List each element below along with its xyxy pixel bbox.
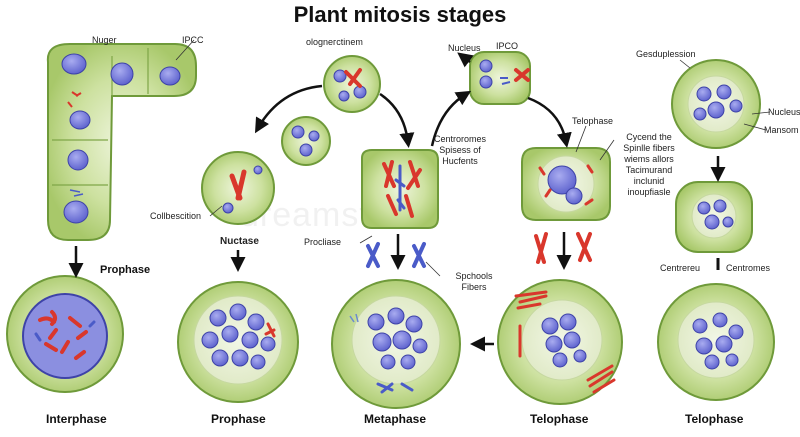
label-ipcc: IPCC [182,35,204,45]
label-nuctase: Nuctase [220,236,259,247]
metaphase-chromosomes [366,242,426,268]
telophase-chromosomes [534,232,592,264]
stage-label-telophase-2: Telophase [685,412,744,426]
label-cycend-line6: inoupfiasle [627,187,671,197]
arrow-top-right-to-telophase [527,96,572,148]
metaphase-big-cell [331,279,461,409]
label-procliase: Procliase [304,237,342,247]
label-nucleus-top: Nucleus [448,43,481,53]
label-cycend-line4: Tacimurand [625,165,673,175]
label-gesduplession: Gesduplession [636,49,696,59]
stage-label-telophase-1: Telophase [530,412,589,426]
label-telophase-top: Telophase [572,116,614,126]
label-cycend-block: Cycend the Spinlle fibers wiems allors T… [604,132,694,198]
label-mansom: Mansom [764,125,799,135]
label-centromes-line3: Hucfents [442,156,478,166]
label-spchools-line2: Fibers [461,282,487,292]
stage-label-metaphase: Metaphase [364,412,427,426]
label-nuger: Nuger [92,35,117,45]
label-nucleus-right: Nucleus [768,107,800,117]
label-spchools-block: Spchools Fibers [446,271,502,293]
arrow-metaphase-to-top-right [430,90,472,147]
page-title: Plant mitosis stages [293,2,507,27]
label-prophase-top: Prophase [100,264,151,276]
arrow-top-to-metaphase [379,92,415,148]
arrow-top-left-curve [254,84,323,134]
label-cycend-line5: inclunid [633,176,665,186]
interphase-cell [6,275,124,393]
telophase-middle-cell [521,147,611,221]
cycle-arrows [68,52,726,352]
label-ologner: ologneгctinem [306,37,363,47]
right-bottom-cell [657,283,775,401]
label-centromes-line1: Centrorоmes [433,134,487,144]
stage-label-prophase: Prophase [211,412,266,426]
leader-lines [175,39,771,277]
top-center-cell [323,55,381,113]
prophase-small-cell [201,151,275,225]
prophase-big-cell [177,281,299,403]
telophase-big-cell [497,279,623,405]
label-ipco: IPCO [496,41,519,51]
label-centromes-block: Centrorоmes Spisess of Hucfents [420,134,500,167]
label-cycend-line3: wiems allors [624,154,674,164]
label-collbescition: Collbescition [150,211,202,221]
label-centrereu: Centrereu [660,263,701,273]
label-centromes-line2: Spisess of [439,145,481,155]
label-cycend-line1: Cycend the [626,132,672,142]
top-right-small-cell [469,51,531,105]
arrow-nucleus-top [457,52,474,68]
metaphase-middle-cell [361,149,439,229]
elongated-cell-column [46,43,197,241]
label-cycend-line2: Spinlle fibers [623,143,675,153]
prophase-tiny-cell [281,116,331,166]
right-middle-cell [675,181,753,253]
label-spchools-line1: Spchools [455,271,493,281]
right-top-cell [671,59,761,149]
label-centromes-right: Centromes [726,263,771,273]
stage-label-interphase: Interphase [46,412,107,426]
